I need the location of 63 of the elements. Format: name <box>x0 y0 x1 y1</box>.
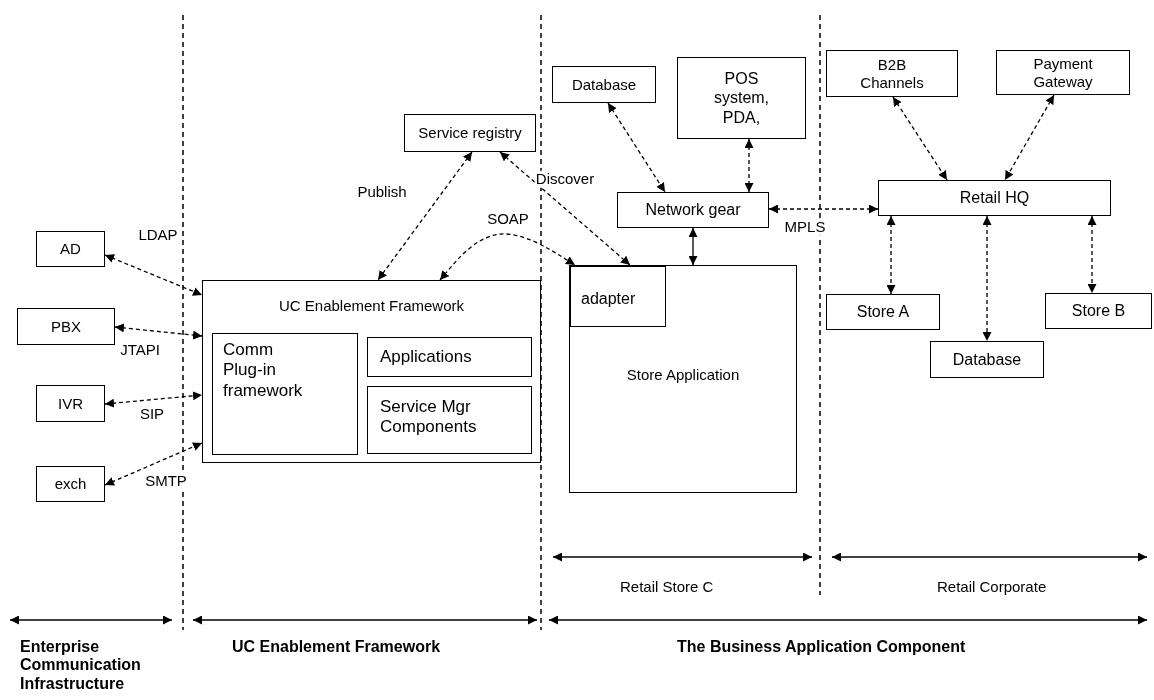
node-text: PBX <box>51 317 81 336</box>
process-box <box>212 333 358 455</box>
connector-arrow <box>688 227 698 266</box>
connector-arrow <box>1087 215 1097 294</box>
connector-arrow <box>607 102 666 193</box>
section-title: Enterprise Communication Infrastructure <box>20 638 142 694</box>
node-text: Store Application <box>626 366 740 384</box>
process-box <box>36 466 105 502</box>
process-box <box>202 280 541 463</box>
connector-arrow <box>768 204 879 214</box>
node-text: adapter <box>581 289 636 309</box>
connector-arrow <box>439 233 576 281</box>
process-box <box>826 50 958 97</box>
node-text: IVR <box>58 394 83 413</box>
node-text: Payment Gateway <box>1032 54 1094 91</box>
process-box <box>36 385 105 422</box>
node-text: AD <box>60 240 81 258</box>
node-text: Database <box>571 75 637 94</box>
process-box <box>677 57 806 139</box>
node-text: Comm Plug-in framework <box>223 340 304 402</box>
node-text: exch <box>54 475 87 493</box>
edge-label: Discover <box>534 170 596 188</box>
connector-arrow <box>114 323 203 340</box>
process-box <box>1045 293 1152 329</box>
process-box <box>17 308 115 345</box>
region-label: Retail Store C <box>620 578 714 595</box>
edge-label: SMTP <box>144 472 188 490</box>
process-box <box>826 294 940 330</box>
connector-arrow <box>982 215 992 342</box>
node-text: Service registry <box>418 124 522 142</box>
node-text: Store A <box>856 302 910 322</box>
process-box <box>404 114 536 152</box>
node-text: Network gear <box>645 200 741 220</box>
process-box <box>570 266 666 327</box>
connector-arrow <box>499 151 631 266</box>
node-text: Service Mgr Components <box>380 397 478 438</box>
node-text: Store B <box>1071 301 1126 321</box>
connector-arrow <box>104 442 203 486</box>
node-text: UC Enablement Framework <box>278 297 465 315</box>
process-box <box>367 386 532 454</box>
process-box <box>569 265 797 493</box>
process-box <box>878 180 1111 216</box>
process-box <box>617 192 769 228</box>
process-box <box>930 341 1044 378</box>
connector-arrow <box>104 391 203 408</box>
connector-arrow <box>377 151 473 281</box>
section-title: The Business Application Component <box>677 638 967 657</box>
section-title: UC Enablement Framework <box>232 638 442 657</box>
node-text: Retail HQ <box>959 188 1030 208</box>
process-box <box>996 50 1130 95</box>
process-box <box>36 231 105 267</box>
connector-arrow <box>892 96 948 181</box>
connector-arrow <box>744 138 754 193</box>
connector-arrow <box>886 215 896 295</box>
connector-arrow <box>104 254 203 296</box>
node-text: POS system, PDA, <box>712 69 771 127</box>
node-text: Applications <box>380 346 472 368</box>
connector-arrow <box>1004 94 1055 181</box>
node-text: Database <box>952 349 1022 370</box>
node-text: B2B Channels <box>859 55 925 92</box>
region-label: Retail Corporate <box>937 578 1047 595</box>
process-box <box>367 337 532 377</box>
process-box <box>552 66 656 103</box>
